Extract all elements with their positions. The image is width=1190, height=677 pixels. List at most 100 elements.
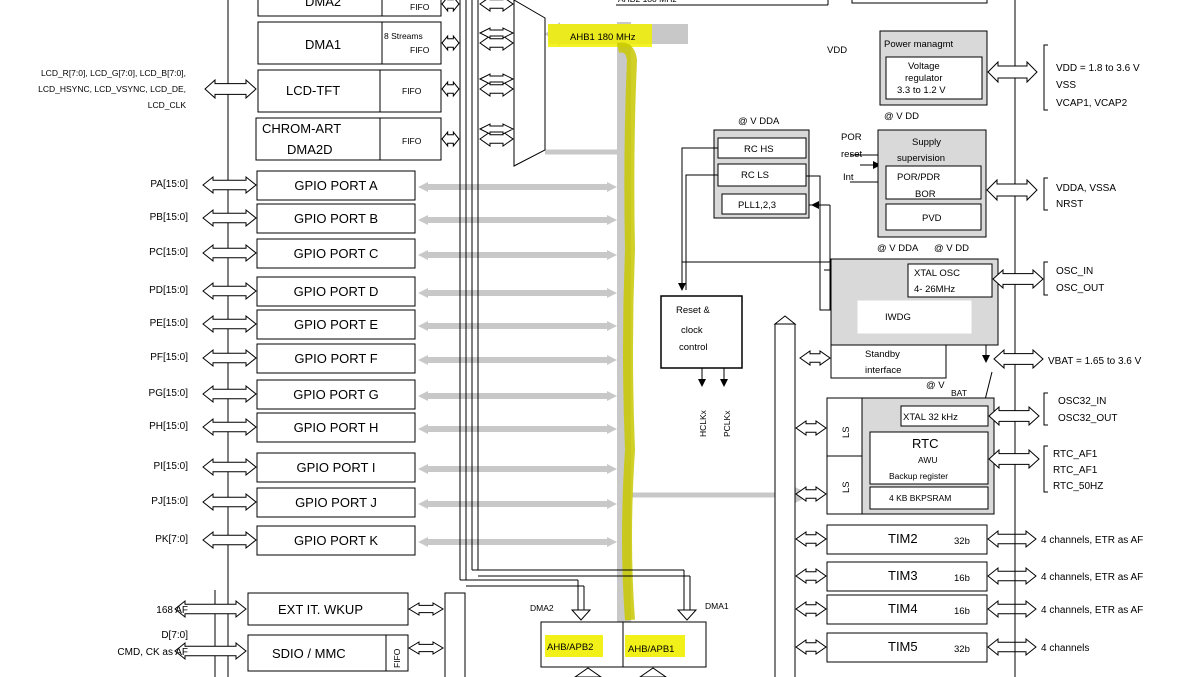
vbat-pin: VBAT = 1.65 to 3.6 V [1048,356,1142,367]
timer-bits: 16b [954,606,970,617]
exti-pin: 168 AF [156,605,188,616]
dma-matrix-arrows [441,0,515,148]
dma1-arrow [441,34,460,52]
timer-bus-arrow [795,639,827,655]
dma1-bus-label: DMA1 [705,601,729,611]
timer-bus-arrow [795,568,827,584]
dma-wires [459,0,691,612]
vdda-pin-1: VDDA, VSSA [1056,183,1116,194]
gpio-pin-arrow [202,348,257,368]
gpio-port-box [256,203,416,234]
gpio-port-box [256,452,416,483]
hclk-label: HCLKx [698,409,708,437]
gpio-bus-arrow [418,391,617,401]
gpio-bus-arrow [418,288,617,298]
gpio-bus-arrow [418,250,617,260]
lcd-matrix-arrow-matrix-b [478,73,515,85]
gpio-port-label: GPIO PORT I [297,460,376,475]
timer-name: TIM2 [888,531,918,546]
chrom-matrix-arrow-matrix [479,131,514,147]
exti-bus-arrow [408,602,444,616]
gpio-pin-label: PI[15:0] [154,461,189,472]
timers: TIM2 32b 4 channels, ETR as AF TIM3 16b 4 cha… [795,524,1143,663]
timer-name: TIM5 [888,639,918,654]
dma2-fifo: FIFO [410,2,430,12]
dma2-arrow-matrix [479,0,514,12]
bor: BOR [915,189,936,200]
gpio-bus-arrows [418,182,617,547]
power-title: Power managmt [884,39,954,50]
gpio-pin-label: PH[15:0] [149,421,188,432]
chrom-matrix-arrow [441,130,460,148]
gpio-pin-arrow [202,530,257,550]
gpio-bus-arrow [418,215,617,225]
gpio-port-label: GPIO PORT F [294,351,377,366]
gpio-port-box [256,238,416,269]
supply-line1: Supply [912,137,941,148]
vbat-pin-arrow [993,348,1044,370]
vdd-label: VDD [827,45,847,56]
gpio-port-label: GPIO PORT G [293,387,378,402]
lcd-matrix-arrow [441,80,460,98]
gpio-port-box [256,379,416,410]
timer-name: TIM3 [888,568,918,583]
gpio-port-box [256,276,416,307]
exti-label: EXT IT. WKUP [278,602,363,617]
dma2-bus-label: DMA2 [530,603,554,613]
rtc-backup: Backup register [889,471,948,481]
power-pin-2: VSS [1056,80,1076,91]
timer-pin-label: 4 channels, ETR as AF [1041,535,1143,546]
sdio-pin-2: CMD, CK as AF [117,647,188,658]
lcd-pins-line2: LCD_HSYNC, LCD_VSYNC, LCD_DE, [38,84,186,94]
left-pin-arrows [174,78,444,661]
gpio-port-box [256,170,416,201]
gpio-pin-arrow [202,243,257,263]
rc-hs: RC HS [744,144,774,155]
rtc-pin-3: RTC_50HZ [1053,481,1103,492]
osc32-pin-2: OSC32_OUT [1058,413,1117,424]
gpio-port-label: GPIO PORT E [294,317,378,332]
chrom-art-line2: DMA2D [287,142,333,157]
gpio-pin-label: PK[7:0] [155,534,188,545]
supply-line2: supervision [897,153,945,164]
power-pin-arrow [987,60,1038,84]
timer-bus-arrow [795,601,827,617]
power-vr1: Voltage [908,61,940,72]
lcd-pins-line1: LCD_R[7:0], LCD_G[7:0], LCD_B[7:0], [41,68,186,78]
right-pin-arrows [795,60,1044,502]
chrom-art-block: CHROM-ART DMA2D FIFO [255,117,442,161]
timer-bits: 32b [954,536,970,547]
at-vdd: @ V DD [884,111,919,122]
timer-bus-arrow [795,531,827,547]
exti-pin-arrow [174,599,247,619]
osc32-pin-1: OSC32_IN [1058,396,1106,407]
por-label: POR [841,132,862,143]
xtal32-label: XTAL 32 kHz [903,412,958,423]
osc-pin-1: OSC_IN [1056,266,1093,277]
gpio-bus-arrow [418,464,617,474]
ls-label-2: LS [841,481,852,493]
dma1-arrow-matrix [479,35,514,51]
gpio-bus-arrow [418,499,617,509]
ls-label-1: LS [841,426,852,438]
reset-clock-control: Reset & clock control HCLKx PCLKx [660,295,743,437]
dma1-streams: 8 Streams [384,31,423,41]
gpio-pin-label: PC[15:0] [149,247,188,258]
gpio-bus-arrow [418,537,617,547]
power-pin-3: VCAP1, VCAP2 [1056,98,1128,109]
dma2-arrow [441,0,460,13]
timer-pin-label: 4 channels [1041,643,1089,654]
dma1-fifo: FIFO [410,45,430,55]
gpio-bus-arrow [418,424,617,434]
power-pin-1: VDD = 1.8 to 3.6 V [1056,63,1140,74]
pclk-label: PCLKx [722,410,732,437]
gpio-pin-label: PA[15:0] [150,179,188,190]
lcd-tft-block: LCD-TFT FIFO [257,69,442,113]
gpio-pin-arrow [202,281,257,301]
vdda-pin-2: NRST [1056,199,1083,210]
timer-box [826,632,988,663]
dma1-arrow-matrix-b [478,27,515,39]
vdda-pin-arrow [986,178,1038,202]
power-vr3: 3.3 to 1.2 V [897,85,946,96]
rc-vdda: @ V DDA [738,116,780,127]
